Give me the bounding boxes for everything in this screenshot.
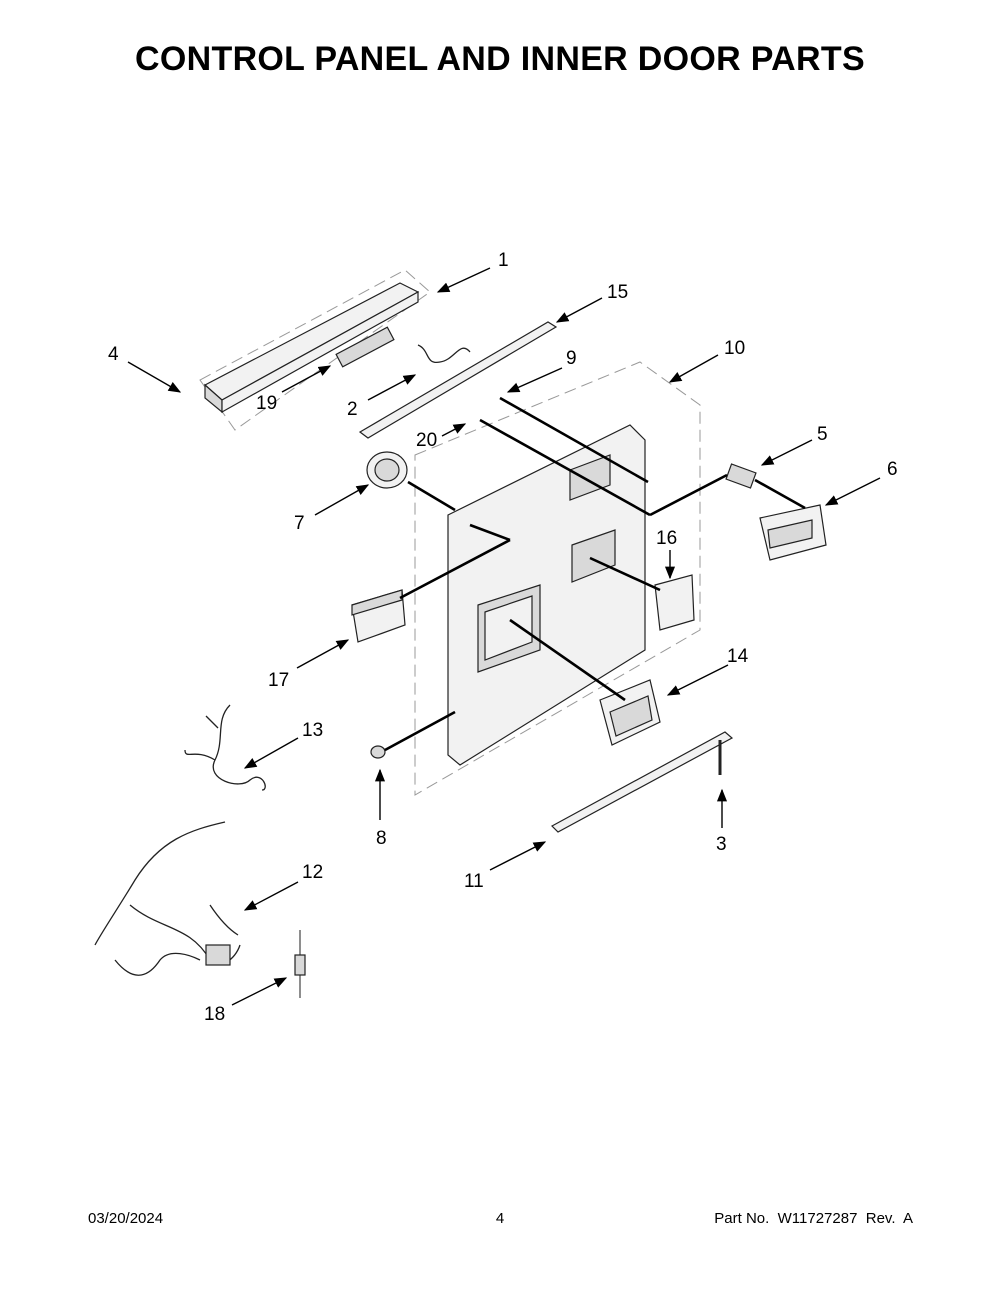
callout-12: 12 (302, 862, 323, 883)
latch-module-part (759, 504, 827, 561)
callout-14: 14 (727, 646, 749, 667)
callout-20: 20 (416, 430, 437, 451)
footer-page-number: 4 (495, 1210, 505, 1227)
footer-date: 03/20/2024 (88, 1210, 164, 1227)
callout-3: 3 (716, 834, 727, 855)
callout-2: 2 (347, 399, 358, 420)
callout-11: 11 (464, 871, 484, 892)
fastener-part (370, 745, 386, 759)
callout-arrows (127, 267, 881, 1006)
callout-5: 5 (817, 424, 828, 445)
harness-part-13 (184, 704, 266, 791)
callout-17: 17 (268, 670, 289, 691)
dispenser-part (599, 679, 661, 746)
callout-1: 1 (498, 250, 509, 271)
page-title: CONTROL PANEL AND INNER DOOR PARTS (135, 40, 865, 78)
callout-10: 10 (724, 338, 745, 359)
wire-part (417, 344, 471, 363)
inner-door-part (414, 361, 701, 796)
callout-16: 16 (656, 528, 677, 549)
bracket-part (654, 574, 695, 631)
leader-lines (384, 396, 806, 752)
bottom-strip-part (551, 731, 734, 833)
callout-8: 8 (376, 828, 387, 849)
harness-part-12 (94, 821, 241, 976)
door-strip-part (358, 321, 558, 439)
control-panel-part (199, 269, 431, 431)
callout-7: 7 (294, 513, 305, 534)
callout-6: 6 (887, 459, 898, 480)
footer-part-number: Part No. W11727287 Rev. A (714, 1210, 913, 1227)
callout-13: 13 (302, 720, 323, 741)
vent-housing-part (351, 589, 406, 643)
callout-labels: 1 2 3 4 5 6 7 8 9 10 11 12 13 14 15 16 1… (108, 250, 898, 1025)
callout-4: 4 (108, 344, 119, 365)
vent-cap-part (366, 451, 408, 489)
callout-18: 18 (204, 1004, 225, 1025)
latch-connector-part (725, 463, 757, 489)
callout-9: 9 (566, 348, 577, 369)
callout-15: 15 (607, 282, 628, 303)
callout-19: 19 (256, 393, 277, 414)
pin-part (294, 930, 306, 998)
